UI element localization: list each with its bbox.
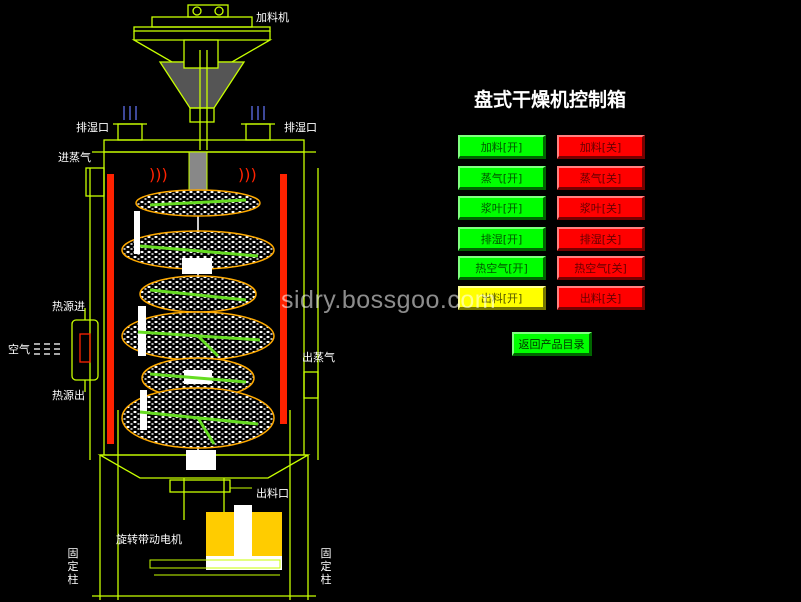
exhaust-ports [113,106,275,141]
exhaust-on-button[interactable]: 排湿[开] [458,227,546,251]
feed-off-button[interactable]: 加料[关] [557,135,645,159]
exhaust-off-button[interactable]: 排湿[关] [557,227,645,251]
paddle-off-button[interactable]: 浆叶[关] [557,196,645,220]
fixed-post-right-label: 固定柱 [320,547,332,586]
panel-title: 盘式干燥机控制箱 [473,89,626,111]
steam-out-label: 出蒸气 [302,351,335,364]
drying-trays [121,189,275,470]
exhaust-right-label: 排湿口 [284,121,317,134]
svg-text:))): ))) [149,165,168,184]
hot-air-on-button[interactable]: 热空气[开] [458,256,546,280]
hot-air-off-button[interactable]: 热空气[关] [557,256,645,280]
svg-text:))): ))) [238,165,257,184]
feed-on-button[interactable]: 加料[开] [458,135,546,159]
paddle-on-button[interactable]: 浆叶[开] [458,196,546,220]
motor-label: 旋转带动电机 [116,533,182,546]
fixed-post-left-label: 固定柱 [67,547,79,586]
discharge-off-button[interactable]: 出料[关] [557,286,645,310]
discharge-on-button[interactable]: 出料[开] [458,286,546,310]
air-label: 空气 [8,343,30,356]
discharge-label: 出料口 [256,487,289,500]
feeder-label: 加料机 [256,11,289,24]
exhaust-left-label: 排湿口 [76,121,109,134]
heat-out-label: 热源出 [52,389,85,402]
feeder [131,4,273,150]
motor-assembly [149,487,282,576]
heat-in-label: 热源进 [52,300,85,313]
heating-jackets: ))) ))) [107,165,287,444]
steam-on-button[interactable]: 蒸气[开] [458,166,546,190]
steam-in-label: 进蒸气 [58,151,91,164]
watermark: sidry.bossgoo.com [281,286,497,314]
back-to-catalog-button[interactable]: 返回产品目录 [512,332,592,356]
air-heater [34,308,99,392]
steam-off-button[interactable]: 蒸气[关] [557,166,645,190]
